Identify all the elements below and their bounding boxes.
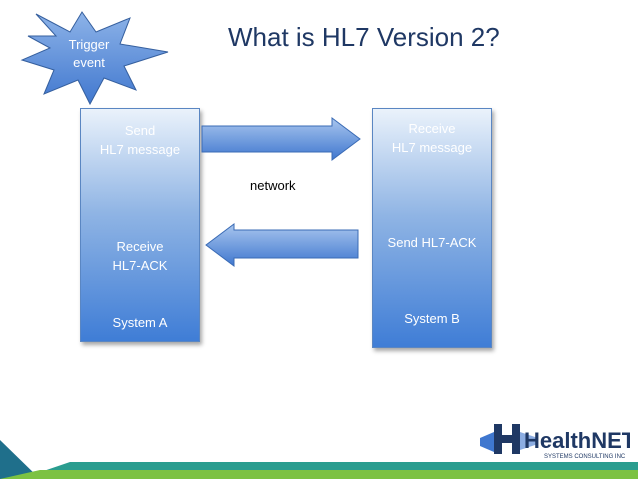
system-b-name: System B	[404, 311, 460, 326]
system-b-send-ack-label: Send HL7-ACK	[387, 235, 477, 250]
system-b-receive-line1: Receive	[408, 121, 456, 136]
healthnet-logo: HealthNET SYSTEMS CONSULTING INC	[480, 424, 630, 460]
system-b-receive-line2: HL7 message	[391, 140, 473, 155]
healthnet-logo-text: HealthNET	[524, 428, 630, 453]
system-a-send-line2: HL7 message	[99, 142, 181, 157]
healthnet-logo-subtext: SYSTEMS CONSULTING INC	[544, 454, 626, 460]
system-a-box: Send HL7 message Receive HL7-ACK System …	[80, 108, 200, 342]
system-a-receive-label: Receive HL7-ACK	[81, 237, 199, 275]
trigger-starburst-icon	[20, 11, 169, 106]
footer-decoration	[0, 440, 638, 479]
system-b-receive-label: Receive HL7 message	[373, 119, 491, 157]
system-b-box: Receive HL7 message Send HL7-ACK System …	[372, 108, 492, 348]
system-a-receive-line1: Receive	[116, 239, 164, 254]
page-title: What is HL7 Version 2?	[228, 22, 500, 52]
system-a-receive-line2: HL7-ACK	[112, 258, 168, 273]
ack-arrow-icon	[205, 223, 359, 267]
logo-text-prefix: Health	[524, 428, 591, 453]
trigger-label-line2: event	[73, 55, 105, 70]
logo-text-suffix: NET	[591, 428, 630, 453]
healthnet-h-icon	[480, 424, 538, 454]
system-a-name: System A	[112, 315, 168, 330]
trigger-label-line1: Trigger	[68, 37, 110, 52]
system-a-send-line1: Send	[124, 123, 156, 138]
system-a-send-label: Send HL7 message	[81, 121, 199, 159]
trigger-event-label: Trigger event	[58, 36, 120, 72]
network-label: network	[250, 178, 296, 193]
send-message-arrow-icon	[201, 117, 361, 161]
